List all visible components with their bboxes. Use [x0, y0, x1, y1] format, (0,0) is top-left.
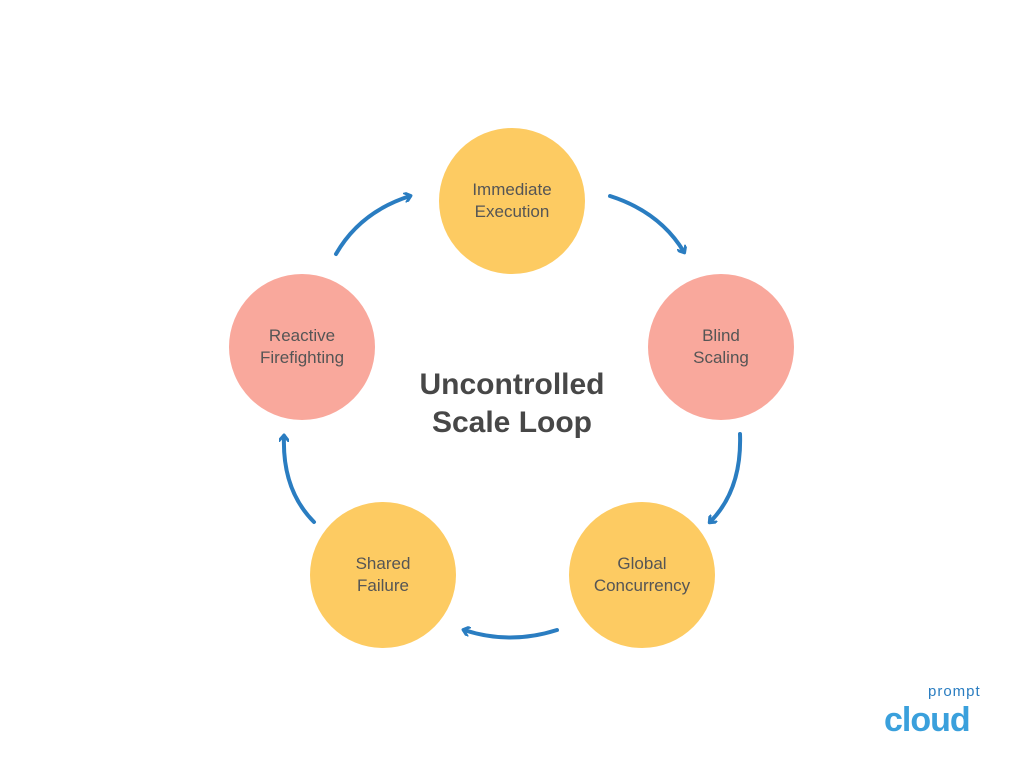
- promptcloud-logo: prompt cloud: [884, 684, 994, 740]
- node-label: Execution: [474, 202, 550, 221]
- arrow-scaling-to-concurrency: [710, 432, 743, 522]
- arrow-firefighting-to-execution: [334, 196, 410, 256]
- node-label: Reactive: [268, 326, 336, 345]
- node-label: Blind: [702, 326, 740, 345]
- arrow-concurrency-to-failure: [464, 630, 559, 640]
- node-label: Firefighting: [259, 348, 345, 367]
- logo-top-text: prompt: [928, 683, 981, 700]
- node-label: Immediate: [472, 180, 552, 199]
- node-label: Failure: [357, 576, 409, 595]
- arrow-failure-to-firefighting: [284, 436, 316, 524]
- node-label: Concurrency: [593, 576, 691, 595]
- node-label: Shared: [355, 554, 411, 573]
- arrow-execution-to-scaling: [608, 194, 684, 252]
- title-line-2: Scale Loop: [431, 406, 593, 439]
- diagram-title: Uncontrolled Scale Loop: [380, 366, 644, 442]
- node-label: Global: [617, 554, 667, 573]
- logo-bottom-text: cloud: [884, 701, 971, 739]
- title-line-1: Uncontrolled: [419, 368, 605, 401]
- node-label: Scaling: [693, 348, 749, 367]
